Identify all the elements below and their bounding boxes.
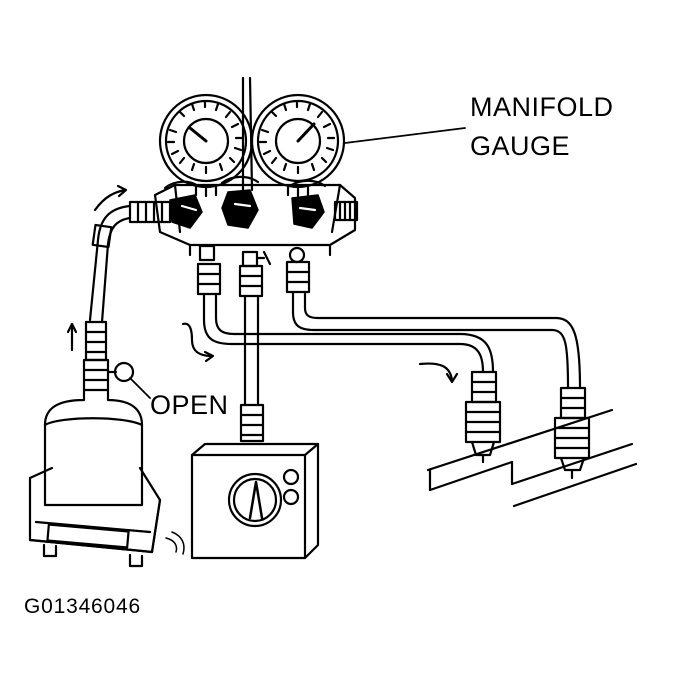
refrigerant-cylinder [43, 388, 144, 507]
charging-hose-cylinder [84, 204, 132, 362]
high-side-hose [285, 246, 582, 390]
low-side-hose [196, 244, 495, 374]
vacuum-pump [190, 442, 320, 560]
charging-scale [28, 466, 185, 568]
service-hose-vacuum [238, 250, 272, 443]
open-label: OPEN [150, 390, 229, 420]
high-pressure-gauge [250, 93, 346, 198]
manifold-gauge-label-line2: GAUGE [470, 131, 571, 161]
pump-dial [227, 472, 283, 528]
left-fitting [128, 200, 172, 224]
open-leader-line [129, 377, 151, 399]
high-side-quick-coupler [553, 386, 591, 480]
flow-arrow [181, 322, 459, 384]
manifold-gauge-label-line1: MANIFOLD [470, 92, 614, 122]
manifold-body [153, 175, 359, 257]
figure-id: G01346046 [24, 595, 141, 618]
manifold-leader-line [344, 127, 466, 144]
flow-arrow [66, 184, 128, 352]
ac-refrigerant-lines [426, 408, 638, 508]
scale-display [46, 523, 130, 549]
cylinder-valve [82, 358, 151, 399]
low-pressure-gauge [158, 93, 254, 198]
